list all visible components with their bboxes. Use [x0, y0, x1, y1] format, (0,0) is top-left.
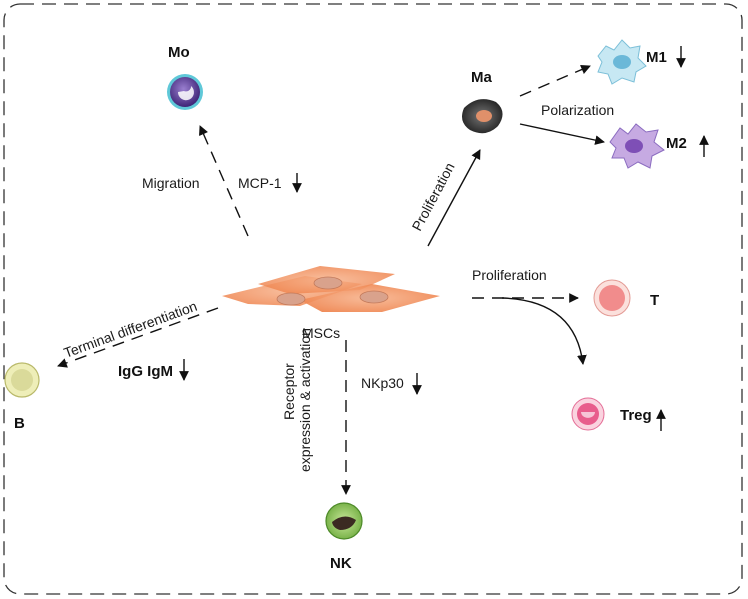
nk-label: NK	[330, 555, 352, 572]
receptor-label-line1: Receptor	[281, 363, 297, 420]
polarization-label: Polarization	[541, 102, 614, 118]
ma-label: Ma	[471, 69, 492, 86]
mo-cell	[167, 74, 203, 110]
mo-label: Mo	[168, 44, 190, 61]
msc-cluster	[222, 266, 440, 312]
b-label: B	[14, 415, 25, 432]
proliferation-ma-label: Proliferation	[409, 160, 458, 233]
treg-arrow	[502, 298, 583, 364]
terminal-differentiation-label: Terminal differentiation	[62, 298, 200, 361]
b-arrow	[58, 308, 218, 366]
t-cell	[594, 280, 630, 316]
t-label: T	[650, 292, 659, 309]
nkp30-label: NKp30	[361, 375, 404, 391]
m2-cell	[610, 124, 664, 168]
m2-label: M2	[666, 135, 687, 152]
ma-cell	[462, 99, 503, 133]
igg-igm-label: IgG IgM	[118, 363, 173, 380]
proliferation-t-label: Proliferation	[472, 267, 547, 283]
m1-arrow	[520, 66, 590, 96]
m1-cell	[598, 40, 646, 84]
m2-arrow	[520, 124, 604, 142]
m1-label: M1	[646, 49, 667, 66]
treg-label: Treg	[620, 407, 652, 424]
treg-cell	[572, 398, 604, 430]
b-cell	[5, 363, 39, 397]
nk-cell	[326, 503, 362, 539]
migration-label: Migration	[142, 175, 200, 191]
receptor-label-line2: expression & activation	[297, 328, 313, 472]
mcp1-label: MCP-1	[238, 175, 282, 191]
